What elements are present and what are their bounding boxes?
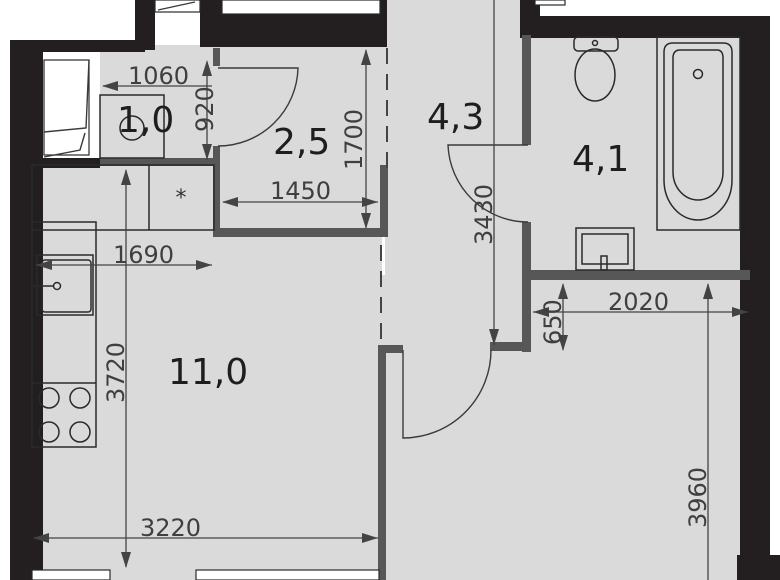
stove-burner-2 — [69, 387, 91, 409]
inner-wall-closet-bottom — [213, 228, 388, 237]
window-top-3 — [221, 0, 381, 15]
outer-wall-top-left — [10, 40, 145, 52]
window-left-sash2 — [43, 132, 86, 158]
door-bathroom[interactable] — [447, 144, 529, 223]
inner-wall-room-left — [378, 345, 386, 580]
outer-wall-top-right — [520, 16, 740, 38]
inner-wall-bath-left-bottom — [522, 222, 531, 352]
dimension-920: 920 — [191, 86, 219, 132]
toilet-tank — [573, 36, 619, 52]
bathtub-frame — [656, 36, 741, 231]
toilet-bowl — [574, 48, 616, 102]
dimension-1450: 1450 — [270, 177, 331, 205]
kitchen-counter-side — [31, 221, 97, 448]
wc-floor — [100, 45, 220, 163]
bath-sink-inner — [581, 233, 629, 265]
dimension-1690: 1690 — [113, 241, 174, 269]
room-floor — [380, 275, 740, 580]
inner-wall-bath-left-top — [522, 35, 531, 145]
bath-sink-tap — [600, 255, 608, 271]
outer-wall-wc-bottom — [10, 158, 100, 168]
toilet-button — [591, 39, 599, 47]
inner-wall-wc-bottom — [100, 158, 215, 166]
sink-drain — [52, 281, 62, 291]
outer-wall-bottom-right — [737, 555, 780, 580]
window-bottom-1 — [31, 569, 111, 580]
window-left-sash1 — [43, 59, 90, 133]
bathtub-drain — [692, 68, 704, 80]
inner-wall-closet-left — [213, 146, 220, 236]
area-bathroom: 4,1 — [572, 139, 629, 180]
area-corridor: 4,3 — [427, 97, 484, 138]
inner-wall-closet-right — [380, 165, 388, 235]
door-wc[interactable] — [217, 67, 299, 147]
dimension-3960: 3960 — [684, 467, 712, 528]
dimension-1060: 1060 — [128, 62, 189, 90]
wc-fixture-box — [99, 94, 165, 159]
bathtub-inner — [672, 49, 724, 201]
area-wc: 1,0 — [117, 100, 174, 141]
dimension-3220: 3220 — [140, 514, 201, 542]
inner-wall-corridor-bottom — [490, 342, 530, 351]
outer-wall-left — [10, 40, 43, 580]
sink-outer — [36, 254, 94, 316]
outer-wall-right — [740, 16, 770, 561]
inner-wall-room-door — [378, 345, 403, 353]
kitchen-counter-top — [31, 164, 215, 231]
stove-burner-1 — [38, 387, 60, 409]
bathroom-floor — [530, 35, 740, 275]
area-closet: 2,5 — [273, 122, 330, 163]
window-bottom-2 — [195, 569, 380, 580]
fridge-icon: * — [176, 186, 187, 211]
dimension-3430: 3430 — [470, 184, 498, 245]
wc-fixture-icon — [119, 115, 145, 141]
bathtub-outer — [663, 42, 733, 221]
outer-wall-pillar — [135, 0, 155, 50]
door-room[interactable] — [402, 349, 492, 439]
dimension-2020: 2020 — [608, 288, 669, 316]
dimension-1700: 1700 — [340, 109, 368, 170]
window-top-2 — [534, 0, 566, 6]
window-sash-1 — [157, 1, 196, 11]
area-kitchen-living: 11,0 — [168, 352, 248, 393]
dimension-lines — [33, 0, 748, 580]
stove-burner-4 — [69, 421, 91, 443]
inner-wall-bath-bottom — [522, 270, 750, 280]
dimension-3720: 3720 — [102, 342, 130, 403]
window-left — [43, 59, 90, 156]
inner-wall-door-top — [213, 48, 220, 66]
dimension-650: 650 — [539, 299, 567, 345]
stove-burner-3 — [38, 421, 60, 443]
